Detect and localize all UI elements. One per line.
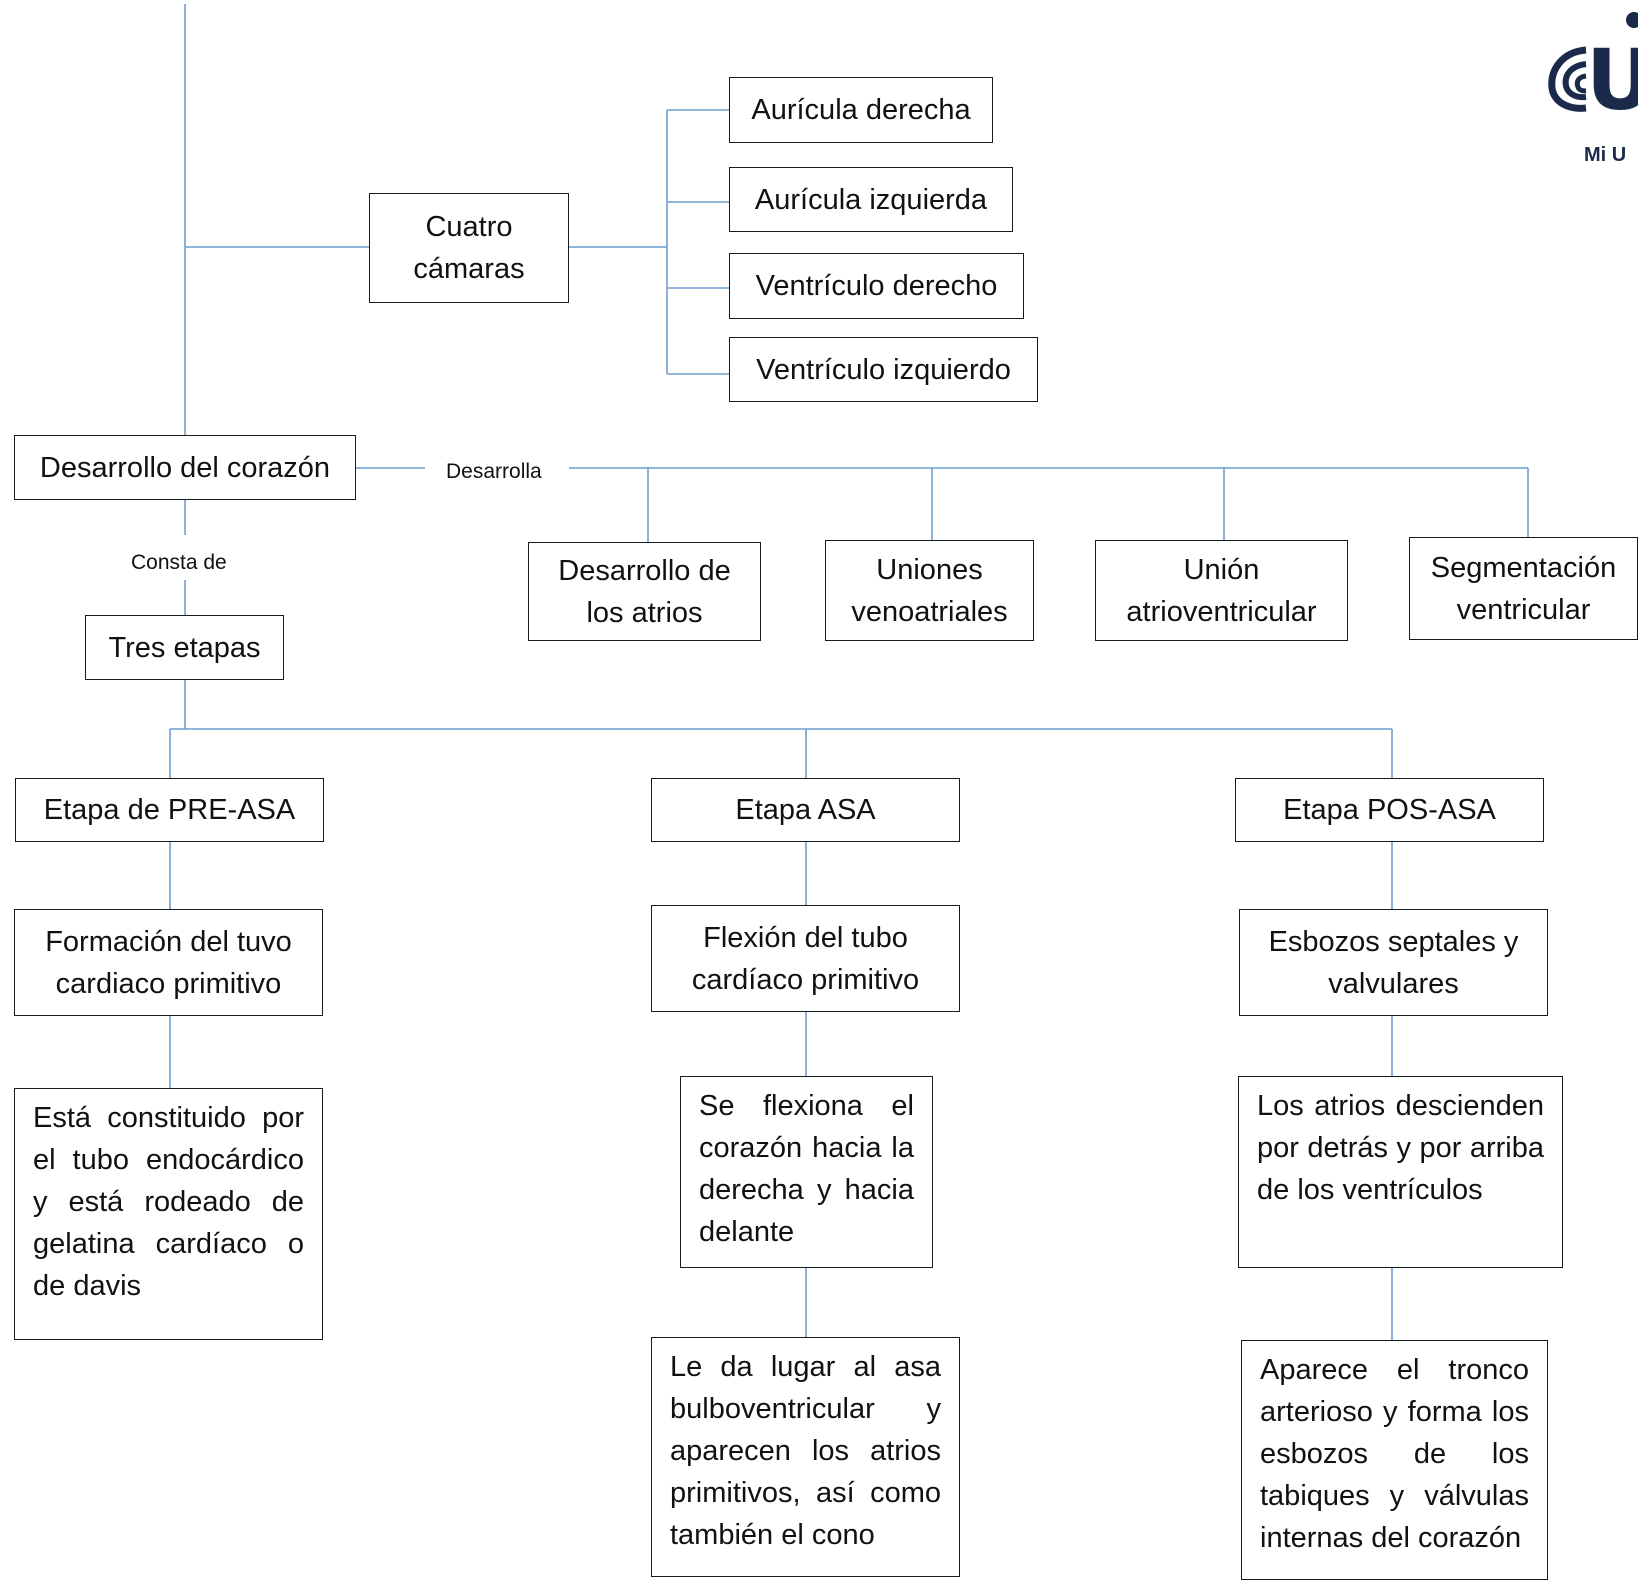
node-text: Se flexiona el corazón hacia la derecha … [699,1090,914,1248]
node-text: Le da lugar al asa bulboventricular y ap… [670,1351,941,1551]
node-ventriculo-izquierdo: Ventrículo izquierdo [729,337,1038,402]
node-label: Ventrículo izquierdo [756,353,1011,386]
node-label: Uniones venoatriales [851,553,1008,628]
node-label: Etapa POS-ASA [1283,794,1496,826]
node-label: Cuatro cámaras [413,211,525,285]
university-logo: U Mi U [1540,8,1638,168]
node-desarrollo-del-corazon: Desarrollo del corazón [14,435,356,500]
node-label: Unión atrioventricular [1126,553,1317,628]
logo-letter: U [1586,31,1638,129]
node-label: Formación del tuvo cardiaco primitivo [45,925,292,1000]
node-label: Flexión del tubo cardíaco primitivo [691,921,920,996]
node-etapa-pre-asa: Etapa de PRE-ASA [15,778,324,842]
node-desc2-pos-asa: Aparece el tronco arterioso y forma los … [1241,1340,1548,1580]
logo-wave-icon [1548,46,1587,112]
node-desc-pos-asa: Los atrios descienden por detrás y por a… [1238,1076,1563,1268]
node-flexion-tubo: Flexión del tubo cardíaco primitivo [651,905,960,1012]
node-cuatro-camaras: Cuatro cámaras [369,193,569,303]
node-etapa-pos-asa: Etapa POS-ASA [1235,778,1544,842]
node-formacion-tubo: Formación del tuvo cardiaco primitivo [14,909,323,1016]
node-text: Aparece el tronco arterioso y forma los … [1260,1354,1529,1554]
node-etapa-asa: Etapa ASA [651,778,960,842]
node-label: Esbozos septales y valvulares [1268,925,1519,1000]
node-desc-pre-asa: Está constituido por el tubo endocárdico… [14,1088,323,1340]
node-uniones-venoatriales: Uniones venoatriales [825,540,1034,641]
node-label: Etapa ASA [735,794,876,826]
node-text: Los atrios descienden por detrás y por a… [1257,1090,1544,1206]
node-label: Segmentación ventricular [1430,551,1617,626]
node-label: Ventrículo derecho [755,270,998,302]
node-desarrollo-de-los-atrios: Desarrollo de los atrios [528,542,761,641]
node-label: Aurícula izquierda [754,183,988,216]
node-label: Aurícula derecha [751,94,971,126]
node-desc2-asa: Le da lugar al asa bulboventricular y ap… [651,1337,960,1577]
node-label: Desarrollo de los atrios [558,554,731,629]
logo-text: Mi U [1584,144,1627,166]
node-label: Desarrollo del corazón [39,451,331,484]
node-label: Etapa de PRE-ASA [43,794,296,826]
node-segmentacion-ventricular: Segmentación ventricular [1409,537,1638,640]
node-esbozos-septales: Esbozos septales y valvulares [1239,909,1548,1016]
node-ventriculo-derecho: Ventrículo derecho [729,253,1024,319]
edge-label-consta-de: Consta de [125,549,233,577]
node-text: Está constituido por el tubo endocárdico… [33,1102,304,1302]
node-union-atrioventricular: Unión atrioventricular [1095,540,1348,641]
node-label: Tres etapas [108,631,261,664]
node-auricula-derecha: Aurícula derecha [729,77,993,143]
edge-label-desarrolla: Desarrolla [440,458,548,486]
logo-dot [1626,12,1638,28]
node-auricula-izquierda: Aurícula izquierda [729,167,1013,232]
node-desc-asa: Se flexiona el corazón hacia la derecha … [680,1076,933,1268]
node-tres-etapas: Tres etapas [85,615,284,680]
